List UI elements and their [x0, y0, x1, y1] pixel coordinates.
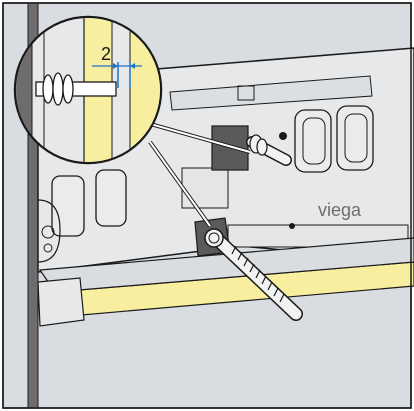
- hole-icon: [289, 223, 295, 229]
- brand-logo-text: viega: [318, 200, 362, 220]
- screw-icon: [246, 134, 292, 166]
- rail-end-clip: [37, 277, 85, 327]
- callout-pointer-line: [149, 141, 211, 227]
- hole-icon: [279, 132, 287, 140]
- dimension-label: 2: [101, 44, 111, 64]
- anchor-bolt-icon: [204, 228, 303, 321]
